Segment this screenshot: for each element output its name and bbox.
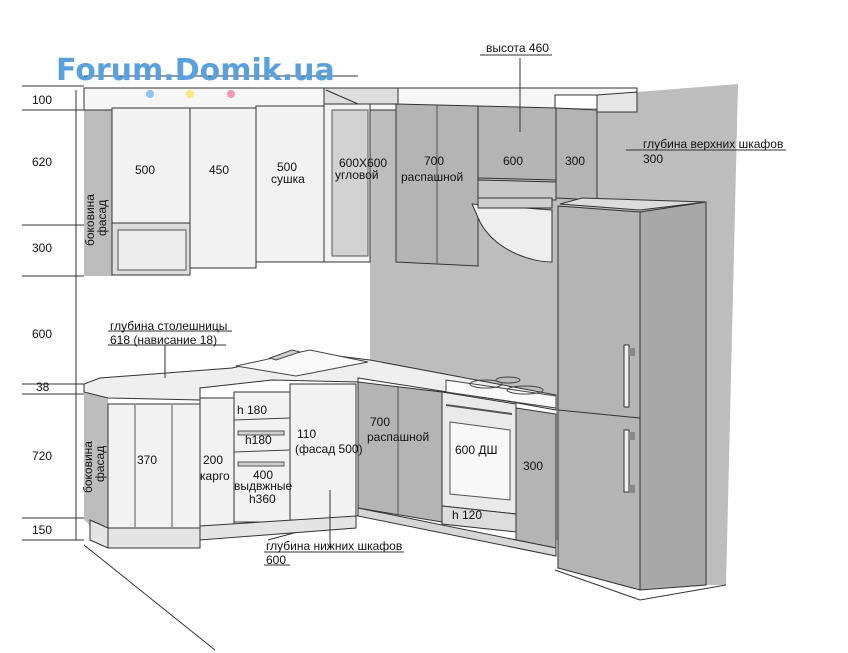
fridge-handle — [623, 429, 630, 493]
oven-knobs — [445, 404, 513, 415]
label-lower-depth-1: глубина нижних шкафов — [266, 539, 402, 553]
label-upper-700-2: распашной — [401, 170, 463, 184]
watermark-dot — [186, 90, 194, 98]
lower-cabinet-300 — [515, 407, 557, 549]
drawer-split — [233, 449, 291, 453]
dim-620: 620 — [32, 155, 52, 169]
label-side-lower-1: боковина — [81, 441, 95, 493]
label-upper-700-1: 700 — [424, 154, 444, 168]
plinth-front — [107, 527, 201, 549]
label-lower-110-2: (фасад 500) — [295, 442, 363, 456]
watermark-dot — [227, 90, 235, 98]
upper-cabinet-over-hood — [477, 179, 557, 201]
lower-cabinet-cargo — [199, 397, 235, 527]
cornice-right — [596, 91, 638, 113]
dim-720: 720 — [32, 449, 52, 463]
label-upper-450: 450 — [209, 163, 229, 177]
handle-bracket — [629, 432, 635, 440]
plinth-mid — [199, 515, 357, 541]
drawer-handle — [237, 430, 285, 436]
lower-cabinet-700 — [357, 381, 443, 523]
label-h180-a: h 180 — [237, 403, 267, 417]
left-wall-lower — [84, 390, 108, 540]
label-upper-600: 600 — [503, 154, 523, 168]
floor-outline-far — [554, 569, 727, 601]
label-counter-depth-1: глубина столешницы — [110, 319, 227, 333]
label-upper-depth-1: глубина верхних шкафов — [643, 137, 783, 151]
watermark-dot — [146, 90, 154, 98]
hood-chimney — [477, 197, 553, 209]
label-upper-300: 300 — [565, 154, 585, 168]
label-lower-110-1: 110 — [297, 427, 316, 441]
label-lower-700-2: распашной — [367, 430, 429, 444]
label-top-height: высота 460 — [486, 41, 549, 55]
fridge-side — [639, 201, 707, 591]
label-corner-1: 600Х600 — [339, 156, 387, 170]
range-hood — [471, 203, 553, 263]
label-lower-200-2: карго — [200, 469, 230, 483]
upper-corner-top — [323, 87, 399, 105]
label-lower-depth-2: 600 — [266, 553, 286, 567]
drawer-handle — [237, 461, 285, 467]
dimension-lines — [22, 54, 786, 566]
label-upper-500-dryer-1: 500 — [277, 160, 297, 174]
burner — [469, 379, 503, 389]
upper-cabinet-600 — [477, 105, 557, 181]
dim-38: 38 — [36, 380, 50, 394]
burner — [495, 376, 521, 384]
label-lower-200-1: 200 — [203, 453, 223, 467]
oven-window — [449, 421, 511, 501]
label-side-upper-2: фасад — [95, 200, 109, 236]
handle-bracket — [629, 485, 635, 493]
label-lower-700-1: 700 — [370, 415, 390, 429]
label-lower-400-3: h360 — [249, 492, 276, 506]
faucet — [268, 349, 302, 361]
floor-outline — [83, 544, 216, 651]
watermark-text: Forum.Domik.ua — [56, 53, 335, 88]
label-h180-b: h180 — [245, 433, 272, 447]
upper-corner-face — [331, 109, 369, 257]
label-lower-400-1: 400 — [253, 468, 273, 482]
dim-300: 300 — [32, 241, 52, 255]
fridge-split — [557, 409, 641, 419]
label-corner-2: угловой — [335, 168, 379, 182]
label-side-lower-2: фасад — [93, 446, 107, 482]
label-lower-400-2: выдвжные — [234, 479, 293, 493]
dim-150: 150 — [32, 523, 52, 537]
left-wall-strip — [84, 108, 112, 276]
lower-cabinet-110 — [289, 383, 357, 521]
drawer-split — [233, 417, 291, 421]
dim-600: 600 — [32, 327, 52, 341]
label-h120: h 120 — [452, 508, 482, 522]
label-lower-300: 300 — [523, 459, 543, 473]
dim-100: 100 — [32, 93, 52, 107]
lower-drawer-unit — [233, 391, 291, 523]
label-dishwasher: 600 ДШ — [455, 443, 497, 457]
label-counter-depth-2: 618 (нависание 18) — [110, 333, 217, 347]
label-lower-370: 370 — [137, 453, 157, 467]
label-upper-500-dryer-2: сушка — [271, 172, 305, 186]
upper-cabinet-450 — [189, 107, 257, 269]
upper-open-shelf-inner — [117, 229, 187, 271]
burner — [506, 385, 544, 395]
label-upper-depth-2: 300 — [643, 152, 663, 166]
fridge-handle — [623, 344, 630, 408]
handle-bracket — [629, 348, 635, 356]
label-side-upper-1: боковина — [83, 194, 97, 246]
label-upper-500: 500 — [135, 163, 155, 177]
plinth-right — [357, 507, 557, 557]
